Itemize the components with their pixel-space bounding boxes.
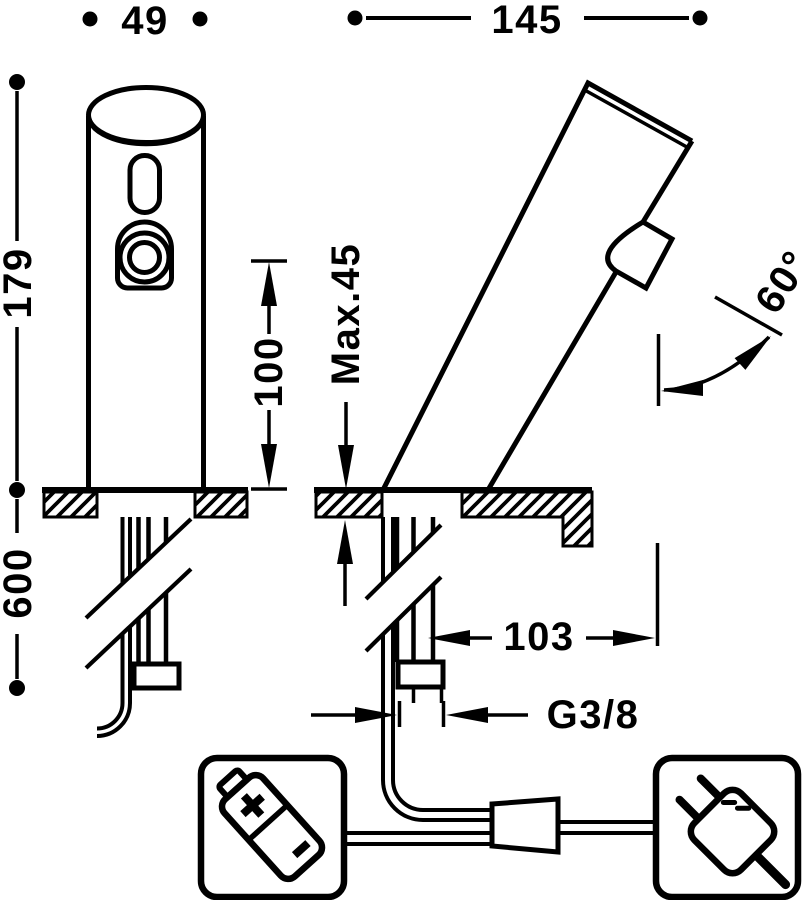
side-pipe-break	[364, 523, 443, 653]
side-hose-fitting	[395, 659, 446, 690]
dim-thread-size: G3/8	[311, 693, 640, 737]
dim-width-side-label: 145	[491, 0, 562, 42]
side-fitting-stubs	[411, 687, 444, 703]
dim-sensor-height: 100	[247, 259, 291, 491]
front-counter	[42, 487, 249, 519]
dim-spout-angle: 60°	[656, 243, 808, 406]
sensor-housing	[115, 219, 174, 291]
front-pipe-break	[84, 517, 193, 670]
dim-width-front: 49	[82, 0, 208, 43]
dim-max-deck-thickness-label: Max.45	[324, 243, 368, 385]
dim-hose-offset: 103	[428, 543, 660, 659]
front-faucet-body	[86, 85, 206, 490]
dim-thread-size-label: G3/8	[547, 693, 640, 737]
power-plug-icon	[675, 774, 791, 890]
dim-hose-offset-label: 103	[503, 615, 574, 659]
dim-install-height-label: 600	[0, 547, 40, 618]
cable-runs	[96, 517, 657, 846]
dim-spout-angle-label: 60°	[747, 243, 808, 321]
battery-box	[197, 754, 348, 900]
battery-minus	[291, 840, 311, 859]
dim-width-front-label: 49	[121, 0, 169, 43]
battery-icon	[216, 767, 326, 883]
side-faucet-body	[380, 79, 695, 492]
battery-plus	[240, 793, 265, 818]
cable-connector	[489, 796, 561, 855]
sensor-window	[127, 153, 162, 215]
front-hose-fitting	[131, 661, 182, 691]
dim-body-height: 179	[0, 74, 40, 498]
side-counter	[314, 487, 594, 548]
dim-body-height-label: 179	[0, 247, 40, 318]
dim-sensor-height-label: 100	[247, 336, 291, 407]
plug-box	[652, 754, 802, 900]
dim-install-height: 600	[0, 499, 40, 696]
dim-max-deck-thickness: Max.45	[324, 243, 368, 606]
dim-width-side: 145	[347, 0, 708, 42]
front-view	[42, 85, 249, 691]
sensor-eye	[127, 240, 162, 275]
aerator-nozzle	[605, 219, 676, 292]
sensor-outer-ring	[117, 230, 172, 285]
side-view	[314, 79, 695, 703]
